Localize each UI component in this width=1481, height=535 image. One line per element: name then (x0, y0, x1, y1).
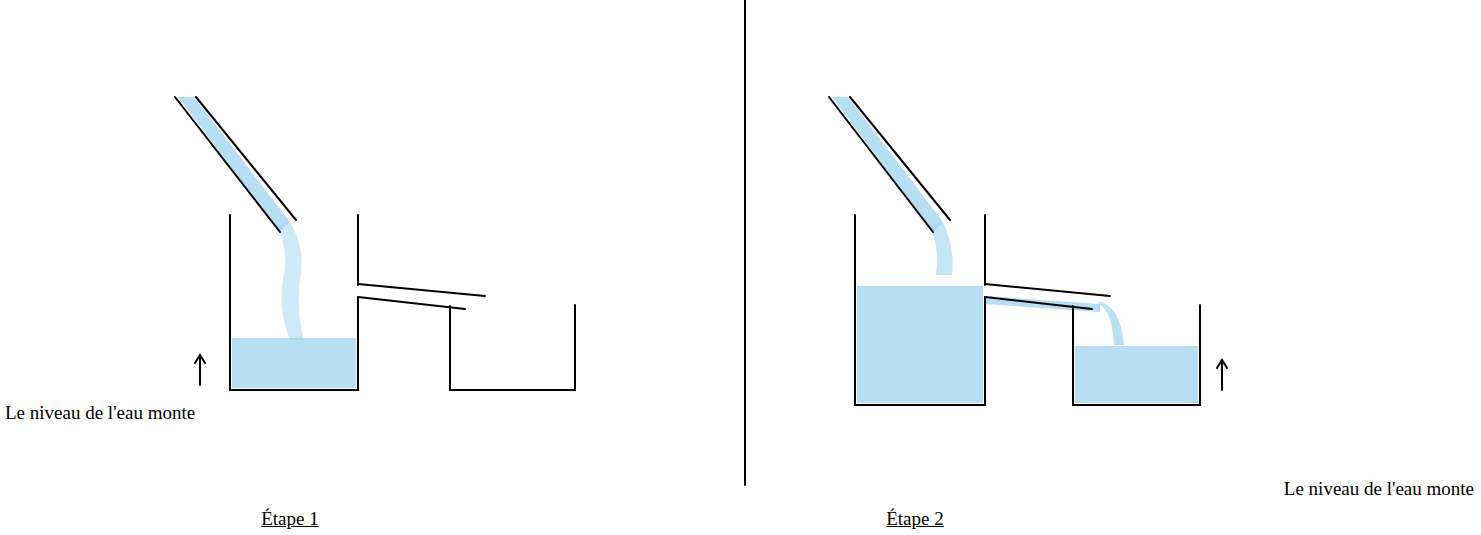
caption-note: Le niveau de l'eau monte (5, 402, 195, 425)
water (178, 97, 1198, 403)
pipe-wall (175, 97, 280, 232)
container-water (857, 286, 983, 403)
pipe-water (178, 97, 290, 232)
pipe-water (832, 97, 943, 232)
container (230, 215, 358, 390)
rise-arrow (1217, 360, 1227, 368)
pipe-wall (829, 97, 933, 232)
step-title: Étape 2 (886, 508, 944, 531)
spout-water (985, 296, 1100, 312)
stream (930, 222, 953, 275)
step-title: Étape 1 (261, 508, 319, 531)
container-wall (984, 215, 986, 285)
container-water (232, 338, 356, 388)
container (1073, 305, 1200, 405)
stream (1098, 302, 1124, 345)
rise-arrow (195, 355, 205, 363)
container-wall (357, 215, 359, 285)
pipe-wall (196, 97, 296, 220)
stream (276, 222, 304, 340)
caption-note: Le niveau de l'eau monte (1284, 478, 1474, 501)
spout (358, 284, 485, 296)
container (450, 305, 575, 390)
rise-arrow (1221, 361, 1223, 390)
container-water (1075, 346, 1198, 403)
container (855, 215, 985, 405)
spout (985, 297, 1092, 309)
spout (985, 284, 1110, 296)
divider (744, 0, 746, 485)
apparatus (175, 0, 1227, 485)
rise-arrow (199, 356, 201, 385)
spout (358, 297, 465, 309)
pipe-wall (850, 97, 950, 220)
